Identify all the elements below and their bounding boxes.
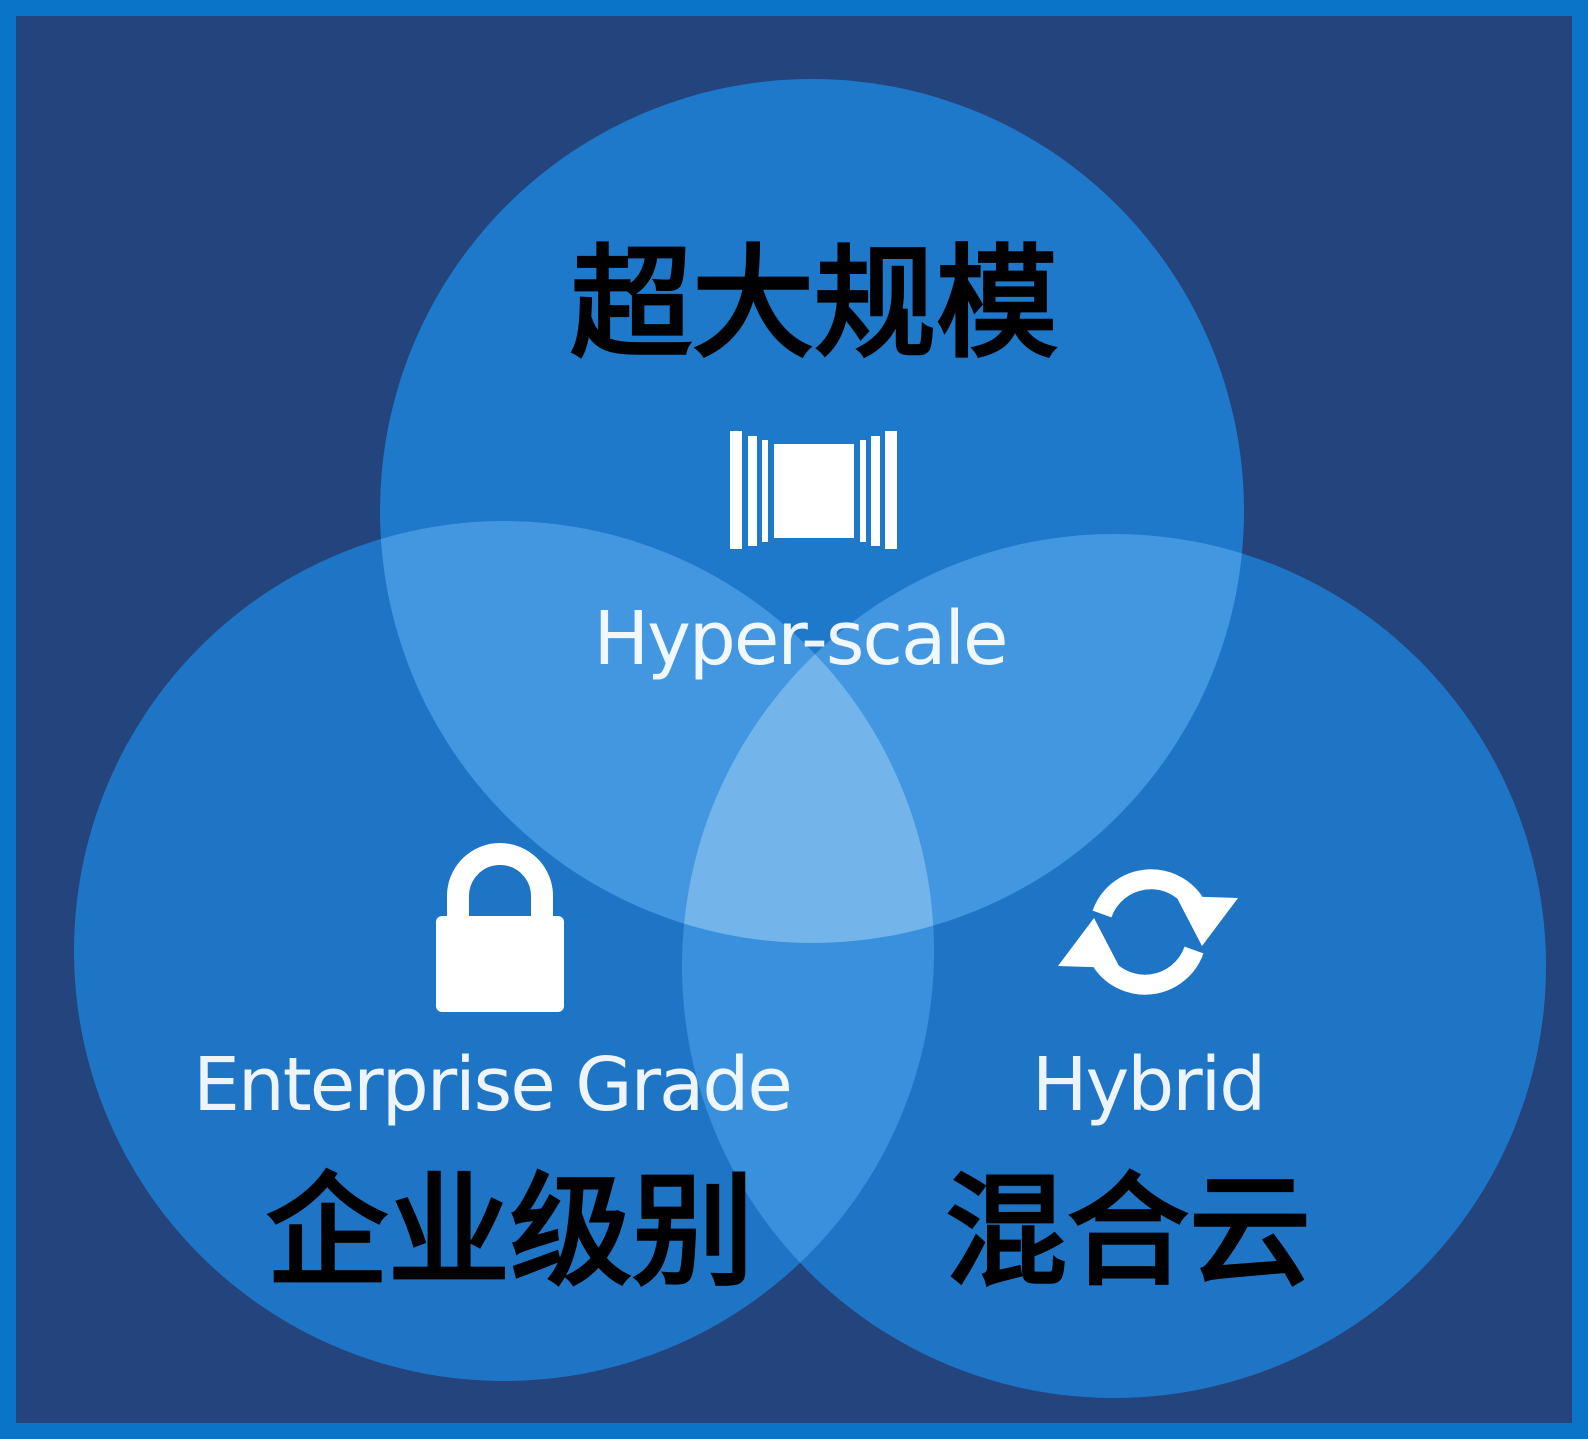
label-zh-enterprise-grade: 企业级别: [266, 1159, 754, 1303]
label-zh-hybrid: 混合云: [945, 1159, 1311, 1303]
barcode-panel-icon: [730, 431, 897, 549]
sync-arrows-icon: [1058, 869, 1238, 995]
label-zh-hyper-scale: 超大规模: [570, 231, 1058, 375]
label-en-enterprise-grade: Enterprise Grade: [193, 1042, 791, 1128]
lock-icon: [436, 843, 564, 1012]
label-en-hyper-scale: Hyper-scale: [593, 596, 1006, 682]
label-en-hybrid: Hybrid: [1032, 1042, 1264, 1128]
venn-diagram: Hyper-scale Enterprise Grade Hybrid 超大规模…: [74, 79, 1546, 1398]
